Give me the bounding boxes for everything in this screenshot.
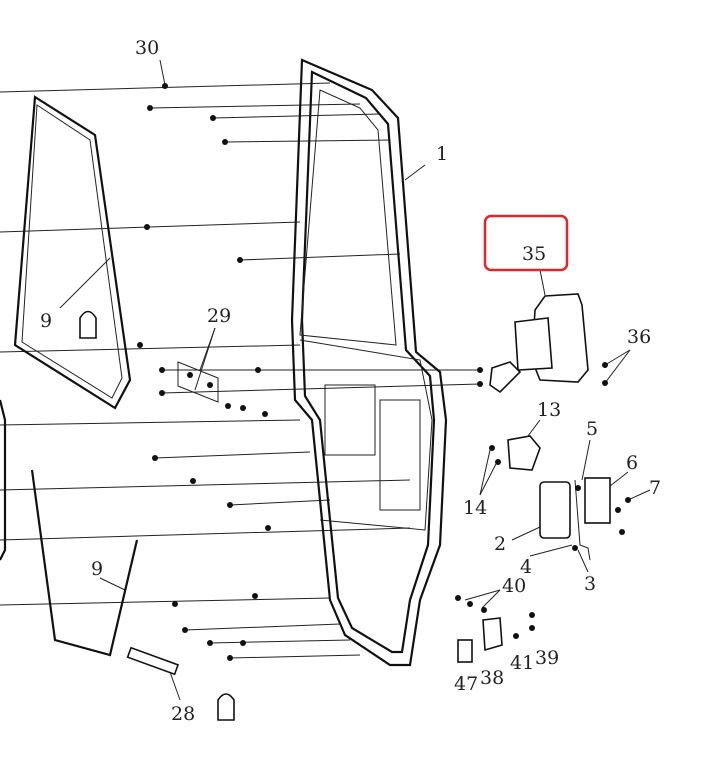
fastener-dot — [240, 405, 246, 411]
fastener-dot — [187, 372, 193, 378]
fastener-dot — [575, 485, 581, 491]
callout-9-lower: 9 — [91, 558, 103, 580]
fastener-dot — [137, 342, 143, 348]
fastener-dot — [265, 525, 271, 531]
callout-4: 4 — [520, 556, 532, 578]
callout-labels: 30 1 35 9 29 36 13 5 6 7 14 2 4 3 9 40 4… — [40, 37, 661, 725]
glass-panel-upper-inner — [21, 104, 123, 399]
callout-36: 36 — [627, 326, 651, 348]
adjacent-panel-edge — [0, 399, 7, 561]
glass-seal-lower — [30, 469, 139, 657]
fastener-dot — [207, 382, 213, 388]
latch-6 — [584, 477, 611, 524]
fastener-dot — [222, 139, 228, 145]
fastener-dot — [477, 367, 483, 373]
leader-lines — [0, 59, 651, 701]
callout-14: 14 — [463, 497, 487, 519]
fastener-dot — [172, 601, 178, 607]
fastener-dot — [255, 367, 261, 373]
fastener-dot — [615, 507, 621, 513]
fastener-dot — [147, 105, 153, 111]
callout-41: 41 — [510, 652, 534, 674]
fastener-dot — [467, 601, 473, 607]
callout-13: 13 — [537, 399, 561, 421]
callout-40: 40 — [502, 575, 526, 597]
fastener-dot — [225, 403, 231, 409]
strip-28 — [126, 646, 180, 676]
bracket-47 — [457, 639, 473, 663]
handle-13 — [507, 435, 541, 471]
clip-ring — [217, 693, 235, 721]
callout-5: 5 — [586, 418, 598, 440]
callout-9-upper: 9 — [40, 310, 52, 332]
callout-28: 28 — [171, 703, 195, 725]
fastener-dot — [152, 455, 158, 461]
rod-4 — [574, 479, 591, 561]
handle-2 — [539, 481, 571, 539]
fastener-dot — [495, 459, 501, 465]
fastener-dot — [489, 445, 495, 451]
fastener-dot — [572, 545, 578, 551]
plate-29 — [177, 361, 219, 403]
callout-30: 30 — [135, 37, 159, 59]
fastener-dot — [455, 595, 461, 601]
callout-47: 47 — [454, 673, 478, 695]
fastener-dot — [210, 115, 216, 121]
mirror-35 — [489, 293, 589, 394]
fastener-dot — [529, 625, 535, 631]
callout-2: 2 — [494, 533, 506, 555]
fastener-dot — [625, 497, 631, 503]
fastener-dot — [190, 478, 196, 484]
fastener-dot — [481, 607, 487, 613]
fastener-dot — [477, 381, 483, 387]
fastener-dot — [159, 390, 165, 396]
callout-7: 7 — [649, 477, 661, 499]
callout-39: 39 — [535, 647, 559, 669]
fastener-dot — [240, 640, 246, 646]
fastener-dot — [619, 529, 625, 535]
fastener-dot — [529, 612, 535, 618]
door-frame — [290, 58, 448, 667]
fastener-dot — [237, 257, 243, 263]
fastener-dot — [602, 362, 608, 368]
callout-3: 3 — [584, 573, 596, 595]
fastener-dot — [513, 633, 519, 639]
highlight-box-35 — [483, 214, 569, 272]
fastener-dot — [227, 655, 233, 661]
fastener-dot — [252, 593, 258, 599]
fastener-dot — [227, 502, 233, 508]
glass-panel-upper — [13, 95, 132, 410]
callout-1: 1 — [436, 143, 448, 165]
fastener-dots — [137, 83, 631, 661]
clip-part — [79, 310, 97, 339]
callout-29: 29 — [207, 305, 231, 327]
fastener-dot — [162, 83, 168, 89]
fastener-dot — [207, 640, 213, 646]
callout-35: 35 — [522, 243, 546, 265]
fastener-dot — [262, 411, 268, 417]
callout-38: 38 — [480, 667, 504, 689]
fastener-dot — [144, 224, 150, 230]
fastener-dot — [159, 367, 165, 373]
fastener-dot — [182, 627, 188, 633]
bracket-38 — [482, 617, 503, 652]
callout-6: 6 — [626, 452, 638, 474]
fastener-dot — [602, 380, 608, 386]
